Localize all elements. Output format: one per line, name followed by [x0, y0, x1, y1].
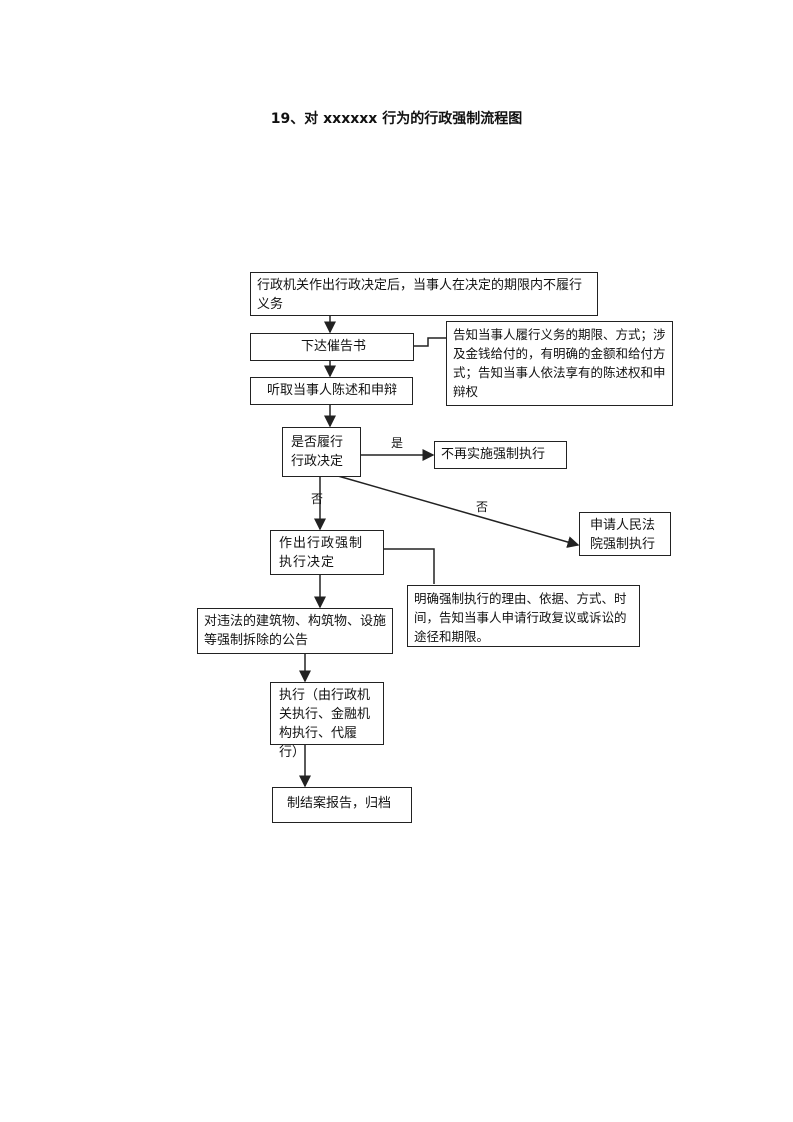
node-decision-check: 是否履行行政决定 — [282, 427, 361, 477]
edge-label-yes: 是 — [391, 436, 404, 450]
node-execute: 执行（由行政机关执行、金融机构执行、代履行） — [270, 682, 384, 760]
node-no-enforce: 不再实施强制执行 — [434, 441, 567, 469]
node-notice-note: 告知当事人履行义务的期限、方式；涉及金钱给付的，有明确的金额和给付方式；告知当事… — [446, 321, 673, 406]
node-make-decision: 作出行政强制执行决定 — [270, 530, 384, 575]
node-decision-note: 明确强制执行的理由、依据、方式、时间，告知当事人申请行政复议或诉讼的途径和期限。 — [407, 585, 640, 647]
node-hearing: 听取当事人陈述和申辩 — [250, 377, 413, 405]
node-apply-court: 申请人民法院强制执行 — [579, 512, 671, 556]
arrow-check-to-court — [337, 475, 580, 548]
node-announcement: 对违法的建筑物、构筑物、设施等强制拆除的公告 — [197, 608, 393, 654]
edge-label-no-down: 否 — [311, 492, 324, 506]
node-notice: 下达催告书 — [250, 333, 414, 361]
edge-label-no-court: 否 — [476, 500, 489, 514]
node-start: 行政机关作出行政决定后，当事人在决定的期限内不履行义务 — [250, 272, 598, 316]
node-close: 制结案报告，归档 — [272, 787, 412, 823]
connector-notice-note — [413, 337, 446, 347]
connector-decision-note — [383, 548, 435, 584]
page-title: 19、对 xxxxxx 行为的行政强制流程图 — [270, 111, 523, 127]
